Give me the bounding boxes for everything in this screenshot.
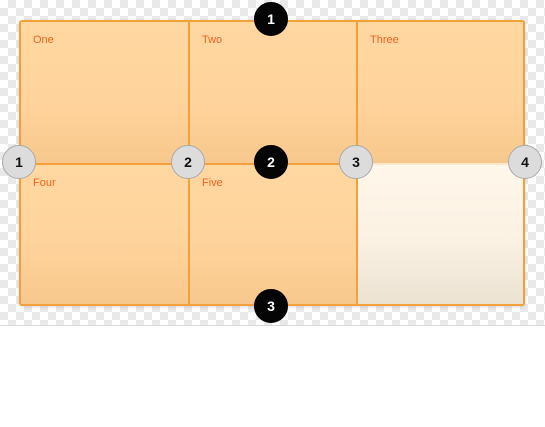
row-line-number: 2 xyxy=(267,154,275,170)
row-line-marker: 1 xyxy=(254,2,288,36)
column-line-number: 3 xyxy=(352,154,360,170)
column-line-number: 4 xyxy=(521,154,529,170)
row-line-marker: 3 xyxy=(254,289,288,323)
grid-item-one: One xyxy=(21,22,188,163)
row-line-marker: 2 xyxy=(254,145,288,179)
grid-item-label: Five xyxy=(202,177,223,189)
empty-grid-cell xyxy=(358,165,523,304)
column-line-marker: 1 xyxy=(2,145,36,179)
column-line-number: 1 xyxy=(15,154,23,170)
grid-item-three: Three xyxy=(358,22,523,163)
grid-item-four: Four xyxy=(21,165,188,304)
row-line-number: 1 xyxy=(267,11,275,27)
grid-item-label: One xyxy=(33,34,54,46)
column-line-marker: 3 xyxy=(339,145,373,179)
grid-item-five: Five xyxy=(190,165,356,304)
grid-item-two: Two xyxy=(190,22,356,163)
grid-item-label: Four xyxy=(33,177,56,189)
grid-item-label: Three xyxy=(370,34,399,46)
column-line-number: 2 xyxy=(184,154,192,170)
grid-item-label: Two xyxy=(202,34,223,46)
column-line-marker: 2 xyxy=(171,145,205,179)
row-line-number: 3 xyxy=(267,298,275,314)
column-line-marker: 4 xyxy=(508,145,542,179)
